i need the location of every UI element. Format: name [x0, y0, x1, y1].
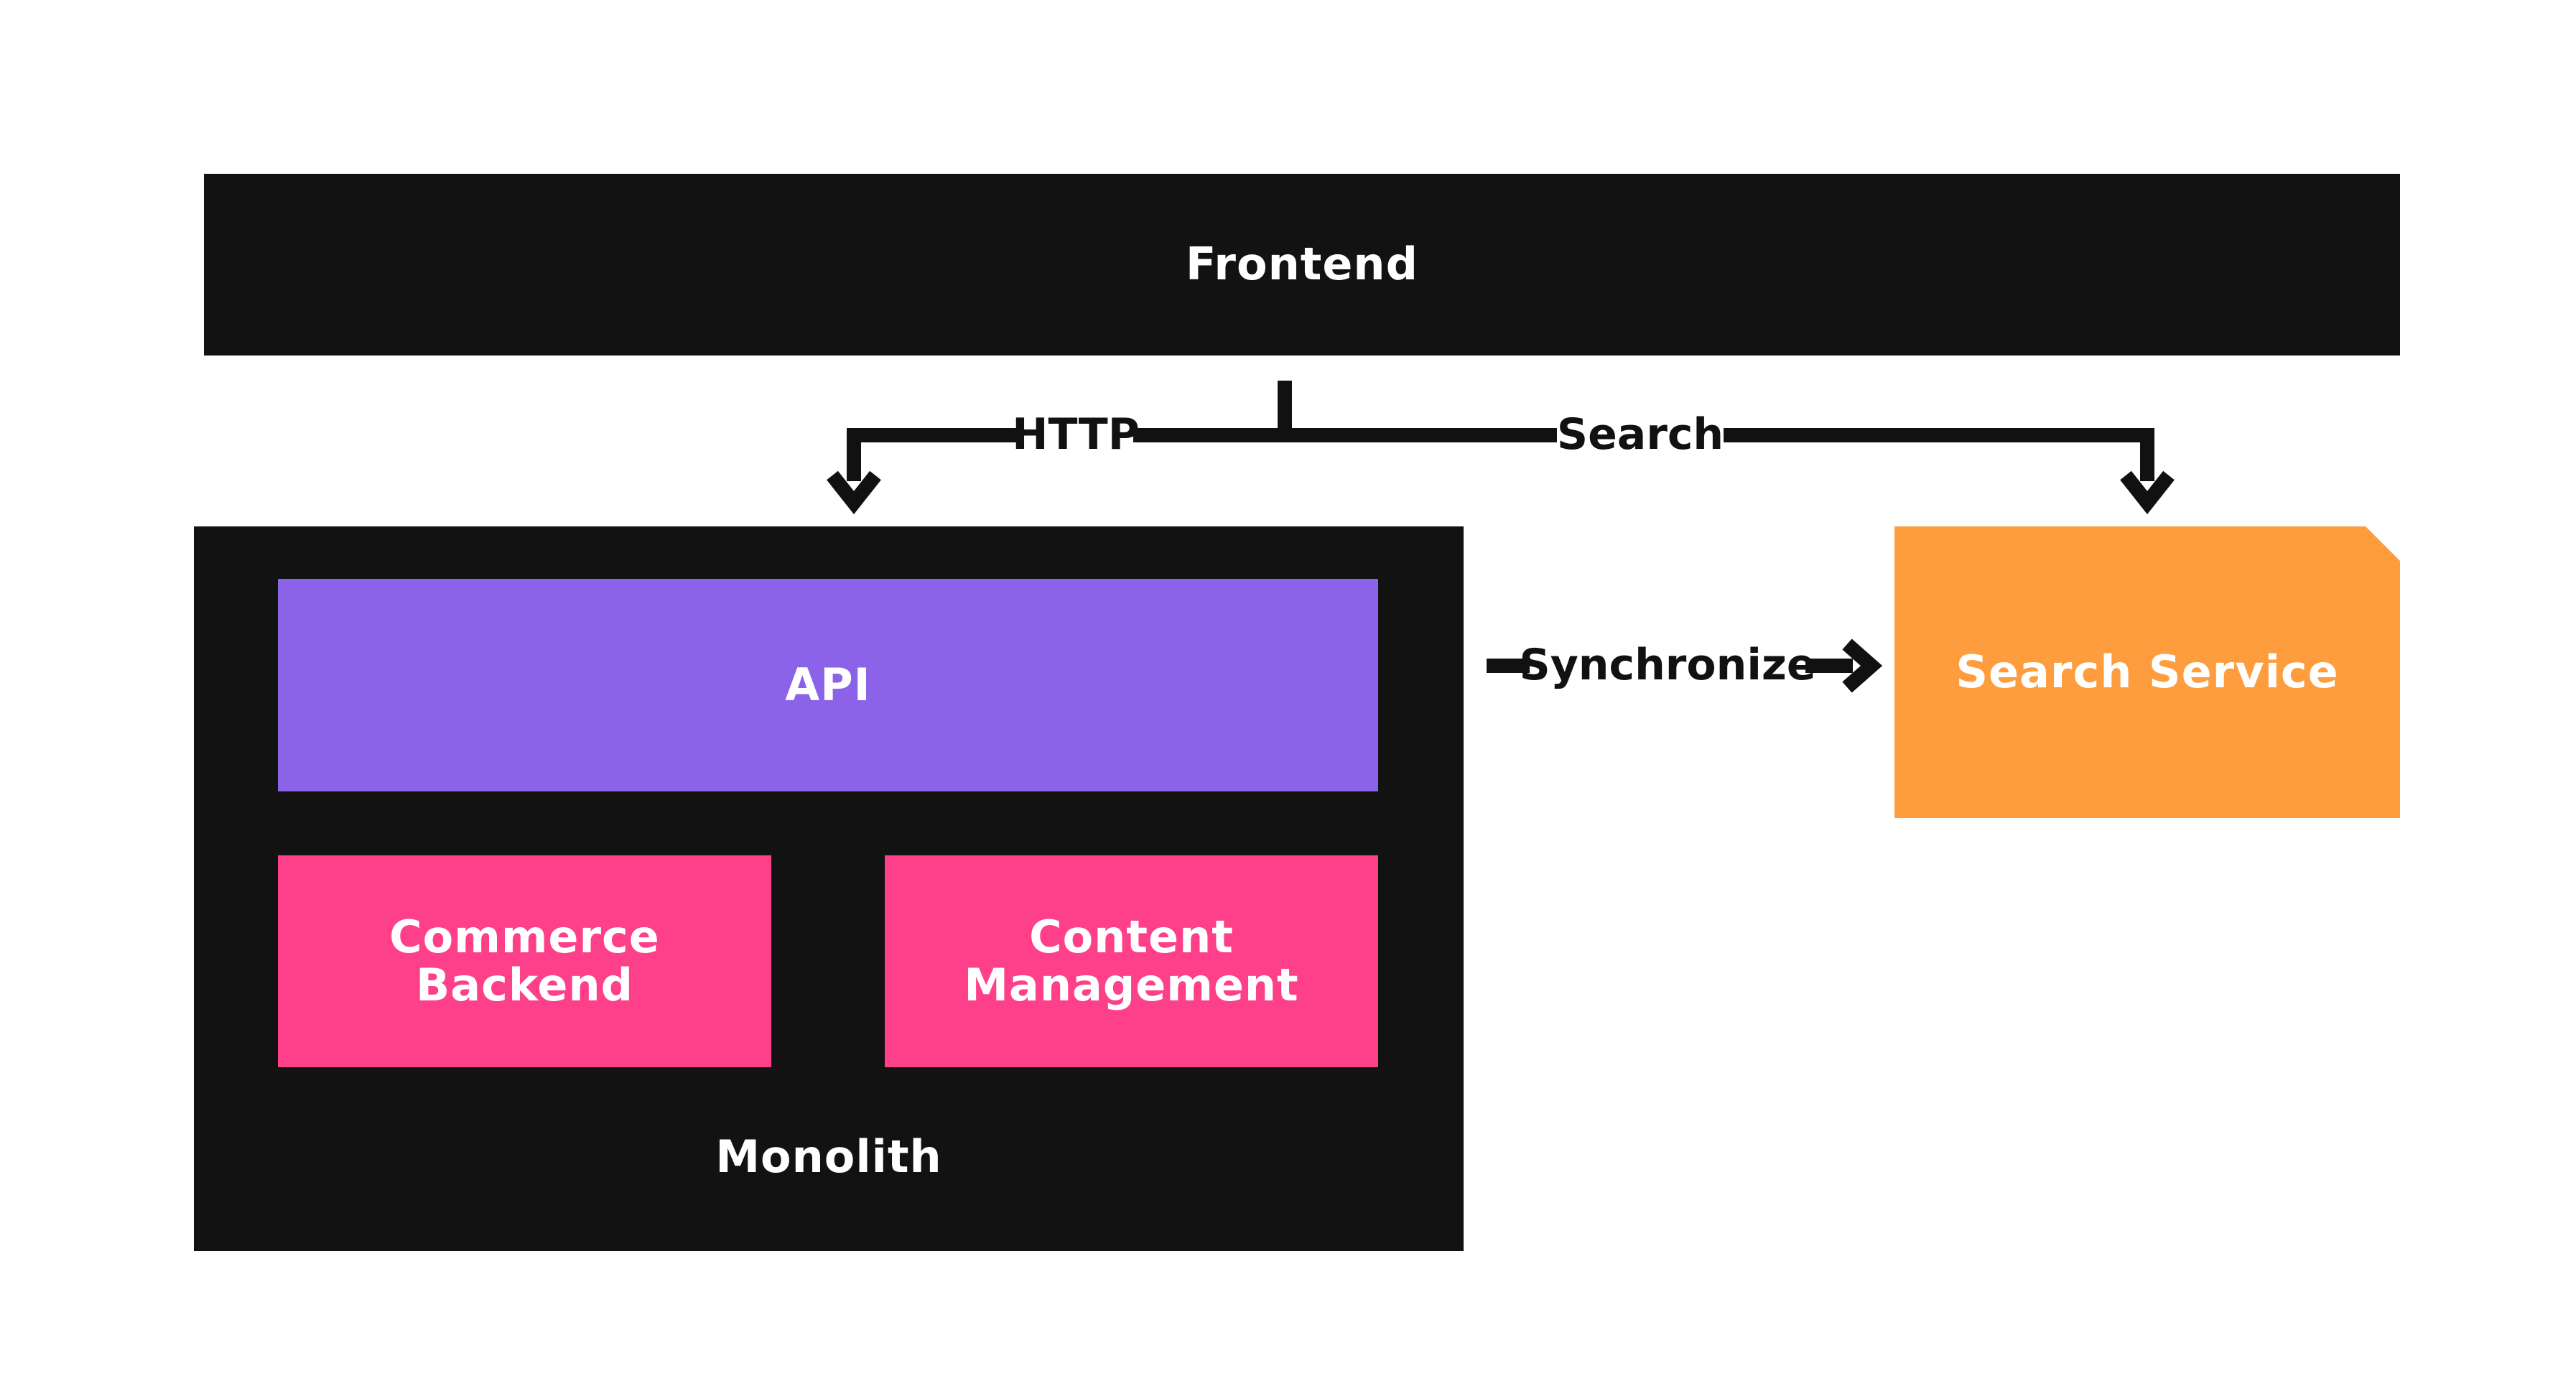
synchronize-edge: Synchronize: [1487, 638, 1883, 693]
api-node: API: [278, 579, 1378, 791]
frontend-node: Frontend: [204, 174, 2400, 355]
synchronize-edge-label: Synchronize: [1519, 640, 1815, 690]
search-service-node: Search Service: [1894, 526, 2400, 818]
content-management-label: Content Management: [964, 910, 1299, 1011]
http-arrowhead: [827, 470, 881, 515]
http-edge-label: HTTP: [1012, 409, 1139, 460]
http-edge: HTTP: [827, 406, 1285, 515]
monolith-label: Monolith: [715, 1130, 942, 1183]
content-management-node: Content Management: [885, 855, 1378, 1067]
synchronize-arrowhead: [1842, 638, 1883, 693]
commerce-backend-node: Commerce Backend: [278, 855, 771, 1067]
commerce-backend-label: Commerce Backend: [389, 910, 660, 1011]
search-arrowhead: [2120, 470, 2175, 515]
frontend-label: Frontend: [1186, 238, 1418, 291]
search-edge-label: Search: [1557, 409, 1724, 460]
search-service-label: Search Service: [1956, 645, 2339, 698]
api-label: API: [785, 658, 871, 711]
search-edge: Search: [1285, 406, 2175, 515]
